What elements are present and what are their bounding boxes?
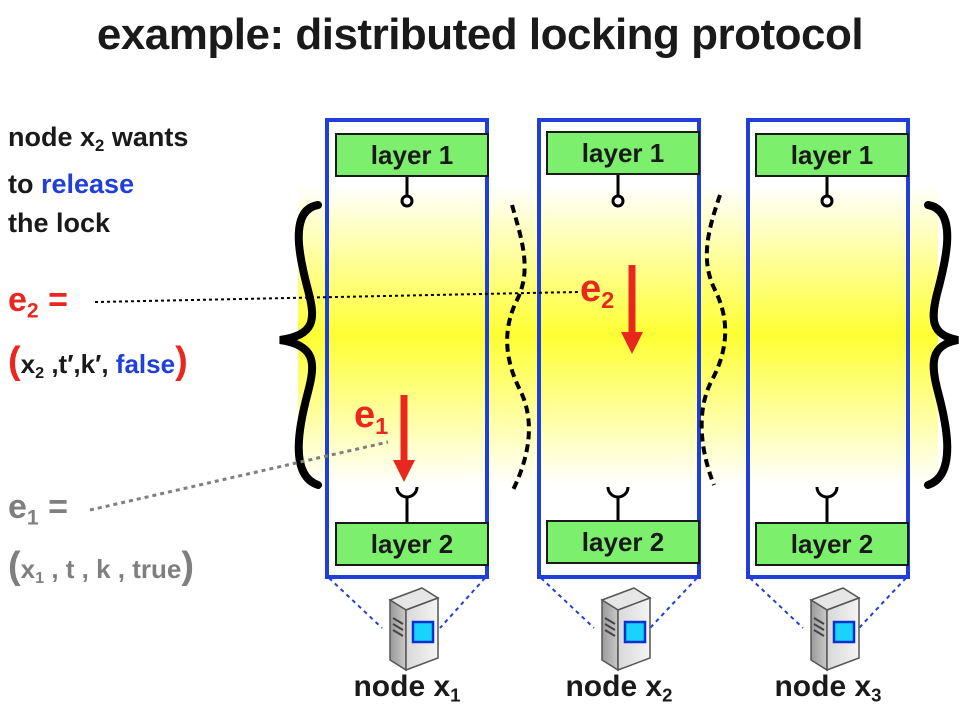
right-brace-icon bbox=[924, 201, 959, 489]
e1-close-paren: ) bbox=[181, 545, 194, 587]
e1-open-paren: ( bbox=[8, 545, 21, 587]
yellow-band bbox=[298, 185, 938, 485]
node-subscript: 2 bbox=[662, 684, 673, 706]
e1-connector bbox=[89, 440, 389, 512]
e2-letter: e bbox=[8, 281, 27, 319]
wavy-separator-1 bbox=[505, 204, 531, 491]
projection-lines bbox=[328, 577, 907, 629]
description-line-3: the lock bbox=[8, 204, 188, 243]
description-text: the lock bbox=[8, 208, 111, 239]
description-line-1: node x2 wants bbox=[8, 118, 188, 165]
socket-icon bbox=[395, 486, 419, 499]
release-keyword: release bbox=[41, 169, 135, 200]
e1-node: x bbox=[20, 554, 36, 584]
node-name: node x bbox=[353, 670, 451, 703]
description-line-2: to release bbox=[8, 165, 188, 204]
e1-tuple-values: , t , k , true bbox=[44, 554, 182, 584]
event-subscript: 2 bbox=[601, 287, 615, 314]
arrow-down-icon bbox=[393, 395, 415, 482]
layer2-sockets bbox=[395, 486, 839, 522]
layer1-box-node1: layer 1 bbox=[335, 133, 489, 177]
e2-flag: false bbox=[108, 349, 176, 379]
event-subscript: 1 bbox=[375, 413, 389, 440]
event-letter: e bbox=[580, 268, 602, 310]
layer1-box-node2: layer 1 bbox=[546, 131, 700, 175]
layer1-box-node3: layer 1 bbox=[755, 133, 909, 177]
server-icon bbox=[809, 587, 861, 672]
column-frame-2 bbox=[537, 118, 701, 579]
layer2-box-node1: layer 2 bbox=[335, 522, 489, 566]
event-e1-label: e1 bbox=[354, 394, 388, 440]
page-title: example: distributed locking protocol bbox=[96, 10, 864, 59]
e1-subscript: 1 bbox=[26, 506, 39, 530]
e2-node: x bbox=[20, 349, 36, 379]
node-name: node x bbox=[565, 670, 663, 703]
node-subscript: 1 bbox=[450, 684, 461, 706]
e2-equals: = bbox=[38, 281, 68, 319]
description-text: wants bbox=[104, 122, 189, 152]
e1-letter: e bbox=[8, 488, 27, 526]
e2-node-subscript: 2 bbox=[35, 363, 45, 382]
description-subscript: 2 bbox=[95, 136, 105, 156]
node-name: node x bbox=[774, 670, 872, 703]
node-label-3: node x3 bbox=[748, 670, 908, 707]
wavy-separator-2 bbox=[699, 194, 728, 486]
node-subscript: 3 bbox=[871, 684, 882, 706]
event-e2-label: e2 bbox=[580, 268, 614, 314]
e2-tuple-values: ,t′,k′, bbox=[44, 349, 109, 379]
description-text: node x bbox=[8, 122, 96, 152]
description-text: to bbox=[8, 169, 41, 200]
layer2-box-node3: layer 2 bbox=[755, 522, 909, 566]
e1-equals: = bbox=[38, 488, 68, 526]
e2-label: e2 = bbox=[8, 281, 68, 323]
description: node x2 wants to release the lock bbox=[8, 118, 188, 243]
arrow-down-icon bbox=[621, 265, 643, 354]
e2-subscript: 2 bbox=[26, 299, 39, 323]
e2-close-paren: ) bbox=[175, 340, 188, 382]
left-brace-icon bbox=[279, 201, 322, 489]
layer1-ports bbox=[400, 175, 834, 208]
socket-icon bbox=[815, 486, 839, 499]
socket-icon bbox=[606, 486, 630, 499]
column-frame-1 bbox=[325, 118, 489, 579]
e2-connector bbox=[94, 291, 579, 303]
e1-tuple: (x1 , t , k , true) bbox=[8, 545, 194, 588]
layer2-box-node2: layer 2 bbox=[546, 520, 700, 564]
server-icon bbox=[388, 587, 440, 672]
column-frame-3 bbox=[746, 118, 910, 579]
e2-open-paren: ( bbox=[8, 340, 21, 382]
node-label-1: node x1 bbox=[327, 670, 487, 707]
e1-node-subscript: 1 bbox=[35, 568, 45, 587]
event-letter: e bbox=[354, 394, 376, 436]
e2-tuple: (x2 ,t′,k′, false) bbox=[8, 340, 188, 383]
server-icon bbox=[600, 587, 652, 672]
node-label-2: node x2 bbox=[539, 670, 699, 707]
e1-label: e1 = bbox=[8, 488, 68, 530]
